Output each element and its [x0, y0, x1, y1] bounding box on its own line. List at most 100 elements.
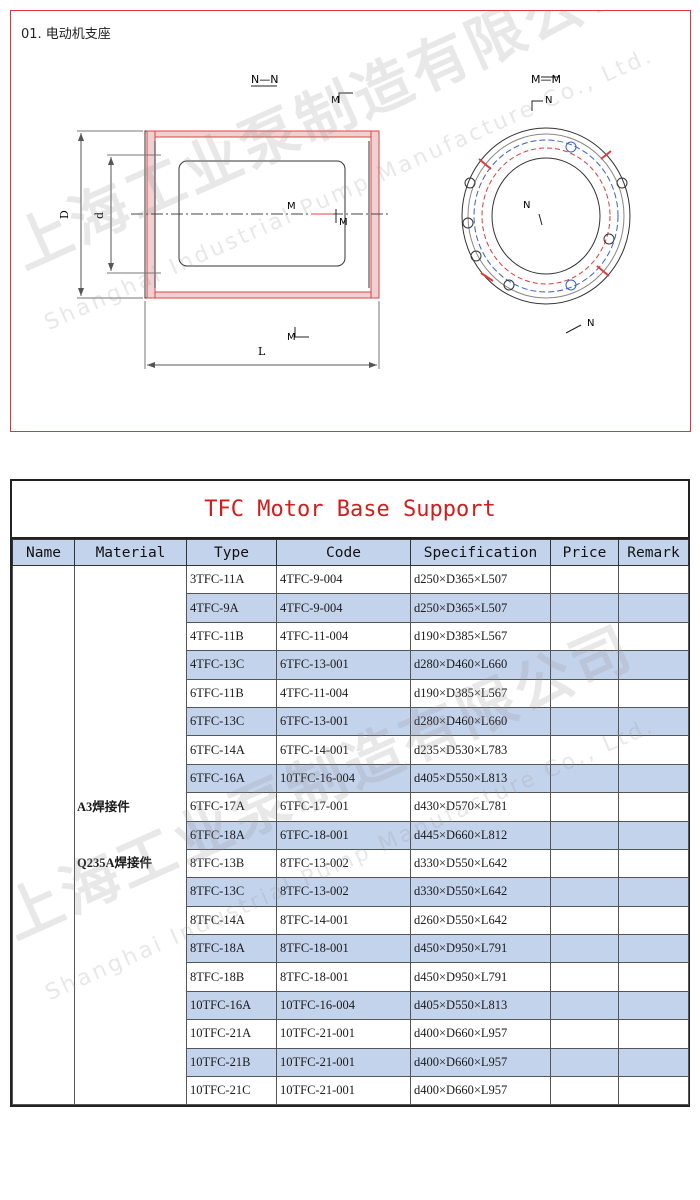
price-cell	[550, 650, 619, 680]
price-cell	[550, 792, 619, 822]
n-mark-bottom: N	[587, 318, 594, 329]
price-cell	[550, 735, 619, 765]
section-nn-label: N—N	[251, 73, 278, 86]
price-cell	[550, 678, 619, 708]
table-title: TFC Motor Base Support	[12, 481, 688, 539]
type-cell: 4TFC-9A	[186, 593, 277, 623]
dim-L-label: L	[258, 345, 266, 358]
spec-cell: d405×D550×L813	[410, 990, 551, 1021]
remark-cell	[618, 877, 689, 907]
remark-cell	[618, 934, 689, 964]
type-cell: 6TFC-11B	[186, 678, 277, 708]
spec-cell: d250×D365×L507	[410, 564, 551, 595]
type-cell: 6TFC-14A	[186, 735, 277, 765]
remark-cell	[618, 763, 689, 794]
code-cell: 4TFC-11-004	[276, 621, 411, 652]
remark-cell	[618, 1047, 689, 1078]
type-cell: 6TFC-18A	[186, 820, 277, 850]
spec-cell: d330×D550×L642	[410, 877, 551, 907]
header-material: Material	[74, 539, 187, 566]
header-type: Type	[186, 539, 277, 566]
spec-cell: d280×D460×L660	[410, 650, 551, 680]
code-cell: 10TFC-21-001	[276, 1076, 411, 1106]
spec-cell: d280×D460×L660	[410, 706, 551, 737]
type-cell: 10TFC-16A	[186, 990, 277, 1021]
side-view	[77, 85, 391, 369]
name-cell: Motor Base Support	[12, 564, 75, 1106]
type-cell: 8TFC-13C	[186, 877, 277, 907]
table-row: Motor Base SupportA3焊接件Q235A焊接件3TFC-11A4…	[12, 564, 689, 1106]
table-header-row: Name Material Type Code Specification Pr…	[12, 539, 689, 566]
n-mark-top: N	[545, 95, 552, 106]
code-cell: 4TFC-9-004	[276, 593, 411, 623]
remark-cell	[618, 905, 689, 936]
remark-cell	[618, 990, 689, 1021]
spec-cell: d235×D530×L783	[410, 735, 551, 765]
front-view	[461, 76, 631, 334]
remark-cell	[618, 1076, 689, 1106]
spec-cell: d190×D385×L567	[410, 678, 551, 708]
type-cell: 10TFC-21C	[186, 1076, 277, 1106]
m-mark-bottom: M	[287, 332, 296, 343]
remark-cell	[618, 820, 689, 850]
code-cell: 8TFC-13-002	[276, 877, 411, 907]
spec-cell: d400×D660×L957	[410, 1076, 551, 1106]
price-cell	[550, 905, 619, 936]
spec-cell: d190×D385×L567	[410, 621, 551, 652]
price-cell	[550, 934, 619, 964]
header-price: Price	[550, 539, 619, 566]
material-value: A3焊接件	[77, 800, 130, 815]
spec-cell: d450×D950×L791	[410, 934, 551, 964]
code-cell: 10TFC-21-001	[276, 1019, 411, 1049]
code-cell: 8TFC-13-002	[276, 848, 411, 879]
price-cell	[550, 1019, 619, 1049]
type-cell: 4TFC-13C	[186, 650, 277, 680]
header-code: Code	[276, 539, 411, 566]
type-cell: 8TFC-13B	[186, 848, 277, 879]
m-mark-top: M	[331, 95, 340, 106]
code-cell: 6TFC-14-001	[276, 735, 411, 765]
price-cell	[550, 848, 619, 879]
n-mark-center: N	[523, 200, 530, 211]
remark-cell	[618, 792, 689, 822]
spec-table: Name Material Type Code Specification Pr…	[12, 539, 689, 1106]
remark-cell	[618, 962, 689, 992]
code-cell: 10TFC-16-004	[276, 763, 411, 794]
remark-cell	[618, 650, 689, 680]
spec-cell: d450×D950×L791	[410, 962, 551, 992]
type-cell: 10TFC-21B	[186, 1047, 277, 1078]
spec-cell: d405×D550×L813	[410, 763, 551, 794]
spec-cell: d400×D660×L957	[410, 1047, 551, 1078]
dim-D-label: D	[58, 210, 71, 219]
header-specification: Specification	[410, 539, 551, 566]
spec-table-panel: TFC Motor Base Support Name Material Typ…	[0, 479, 690, 1107]
remark-cell	[618, 706, 689, 737]
code-cell: 8TFC-18-001	[276, 962, 411, 992]
price-cell	[550, 621, 619, 652]
type-cell: 6TFC-13C	[186, 706, 277, 737]
remark-cell	[618, 621, 689, 652]
remark-cell	[618, 564, 689, 595]
code-cell: 8TFC-14-001	[276, 905, 411, 936]
dim-d-label: d	[93, 212, 106, 219]
type-cell: 8TFC-14A	[186, 905, 277, 936]
price-cell	[550, 990, 619, 1021]
price-cell	[550, 1076, 619, 1106]
price-cell	[550, 706, 619, 737]
spec-cell: d430×D570×L781	[410, 792, 551, 822]
spec-cell: d250×D365×L507	[410, 593, 551, 623]
type-cell: 8TFC-18B	[186, 962, 277, 992]
section-mm-label: M—M	[531, 73, 561, 86]
price-cell	[550, 593, 619, 623]
remark-cell	[618, 1019, 689, 1049]
